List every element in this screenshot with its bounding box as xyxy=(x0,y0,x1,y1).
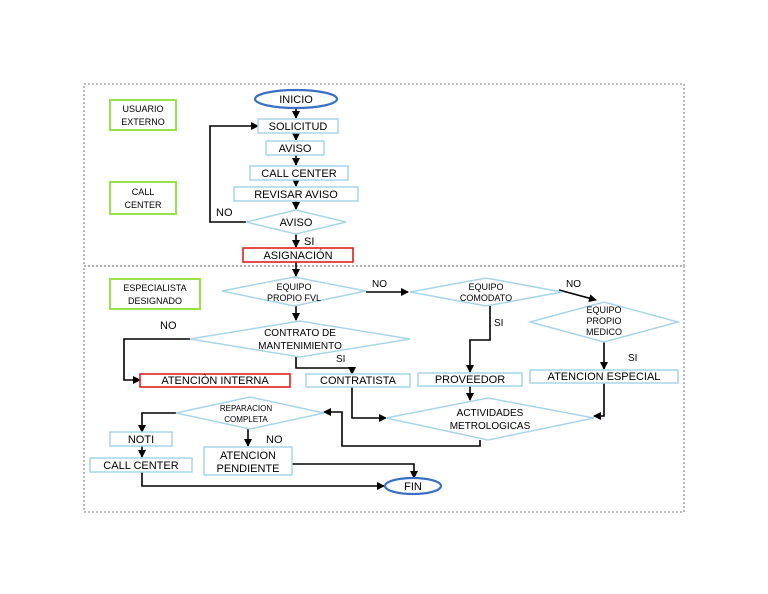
node-inicio-label: INICIO xyxy=(279,94,313,106)
decision-line: COMPLETA xyxy=(224,415,268,424)
decision-line: EQUIPO xyxy=(586,305,621,315)
node-atencion-interna: ATENCIÒN INTERNA xyxy=(139,373,291,388)
decision-line: REPARACION xyxy=(220,404,273,413)
edge-label-contrato-no: NO xyxy=(160,320,177,332)
decision-equipo-comodato: EQUIPO COMODATO xyxy=(409,277,563,307)
edge-comodato-si xyxy=(466,306,491,373)
edge-label-aviso-no: NO xyxy=(216,207,233,219)
edge-reparacion-noti xyxy=(138,412,176,433)
decision-line: MANTENIMIENTO xyxy=(258,341,342,352)
node-contratista-label: CONTRATISTA xyxy=(320,375,397,387)
edge-pendiente-fin xyxy=(292,463,418,479)
node-aviso-label: AVISO xyxy=(279,143,312,155)
lane-usuario-externo: USUARIO EXTERNO xyxy=(109,99,177,131)
decision-contrato: CONTRATO DE MANTENIMIENTO xyxy=(189,320,411,358)
decision-line: PROPIO xyxy=(586,316,621,326)
decision-line: PROPIO FVL xyxy=(267,293,321,303)
node-call-center-final: CALL CENTER xyxy=(89,457,193,473)
node-revisar-aviso: REVISAR AVISO xyxy=(233,186,359,202)
node-proveedor-label: PROVEEDOR xyxy=(435,374,505,386)
edge-contrato-no xyxy=(123,338,190,384)
node-solicitud: SOLICITUD xyxy=(257,118,339,134)
edge-especial-actividades xyxy=(593,383,605,420)
edge-label-equipo-no: NO xyxy=(372,279,387,290)
node-proveedor: PROVEEDOR xyxy=(417,372,523,387)
node-call-center-label: CALL CENTER xyxy=(261,168,336,180)
edge-label-reparacion-no: NO xyxy=(266,434,283,446)
decision-actividades-metrologicas: ACTIVIDADES METROLOGICAS xyxy=(385,397,595,441)
lane-label-line: CALL xyxy=(132,187,155,197)
node-fin-label: FIN xyxy=(404,481,422,493)
edge-contrato-si xyxy=(295,357,356,375)
decision-line: METROLOGICAS xyxy=(450,421,531,432)
lane-label-line: EXTERNO xyxy=(121,117,165,127)
decision-line: COMODATO xyxy=(460,293,512,303)
decision-aviso-label: AVISO xyxy=(280,217,313,229)
decision-equipo-propio-medico: EQUIPO PROPIO MEDICO xyxy=(527,301,681,343)
lane-especialista-designado: ESPECIALISTA DESIGNADO xyxy=(109,278,201,310)
decision-reparacion-completa: REPARACION COMPLETA xyxy=(175,396,325,430)
edge-contratista-actividades xyxy=(351,387,387,422)
node-call-center: CALL CENTER xyxy=(249,165,349,181)
lane-label-line: USUARIO xyxy=(122,104,163,114)
lane-label-line: ESPECIALISTA xyxy=(123,283,186,293)
edge-label-comodato-no: NO xyxy=(566,279,581,290)
node-fin: FIN xyxy=(383,476,443,496)
node-noti-label: NOTI xyxy=(128,434,154,446)
decision-line: EQUIPO xyxy=(468,282,503,292)
node-atencion-especial-label: ATENCION ESPECIAL xyxy=(548,371,661,383)
decision-aviso: AVISO xyxy=(245,209,347,235)
edge-callcenter-fin xyxy=(141,472,385,490)
flow-lines xyxy=(123,107,608,490)
node-asignacion-label: ASIGNACIÓN xyxy=(263,249,332,262)
decision-line: EQUIPO xyxy=(276,282,311,292)
node-aviso: AVISO xyxy=(265,140,325,156)
edge-label-comodato-si: SI xyxy=(494,318,503,329)
decision-equipo-propio: EQUIPO PROPIO FVL xyxy=(221,276,367,307)
edge-label-medico-si: SI xyxy=(628,353,637,364)
edge-comodato-no xyxy=(558,289,597,303)
lane-call-center: CALL CENTER xyxy=(109,181,177,215)
node-atencion-interna-label: ATENCIÒN INTERNA xyxy=(161,374,269,387)
edge-label-contrato-si: SI xyxy=(336,354,345,365)
lane-label-line: DESIGNADO xyxy=(128,296,182,306)
node-call-center-final-label: CALL CENTER xyxy=(103,460,178,472)
node-solicitud-label: SOLICITUD xyxy=(269,121,328,133)
node-asignacion: ASIGNACIÓN xyxy=(242,247,354,263)
edge-aviso-no-loop xyxy=(209,122,259,223)
node-inicio: INICIO xyxy=(253,88,339,110)
node-noti: NOTI xyxy=(109,431,173,447)
decision-line: MEDICO xyxy=(586,327,622,337)
edge-label-aviso-si: SI xyxy=(304,236,314,248)
node-contratista: CONTRATISTA xyxy=(305,373,411,388)
node-atencion-especial: ATENCION ESPECIAL xyxy=(529,369,679,384)
decision-line: CONTRATO DE xyxy=(264,328,336,339)
node-line: ATENCION xyxy=(220,450,276,462)
edge-actividades-reparacion xyxy=(323,408,481,447)
decision-line: ACTIVIDADES xyxy=(457,408,524,419)
node-atencion-pendiente: ATENCION PENDIENTE xyxy=(203,446,293,476)
node-line: PENDIENTE xyxy=(217,463,280,475)
lane-label-line: CENTER xyxy=(124,200,162,210)
lower-section-frame xyxy=(83,265,685,513)
node-revisar-aviso-label: REVISAR AVISO xyxy=(254,189,338,201)
